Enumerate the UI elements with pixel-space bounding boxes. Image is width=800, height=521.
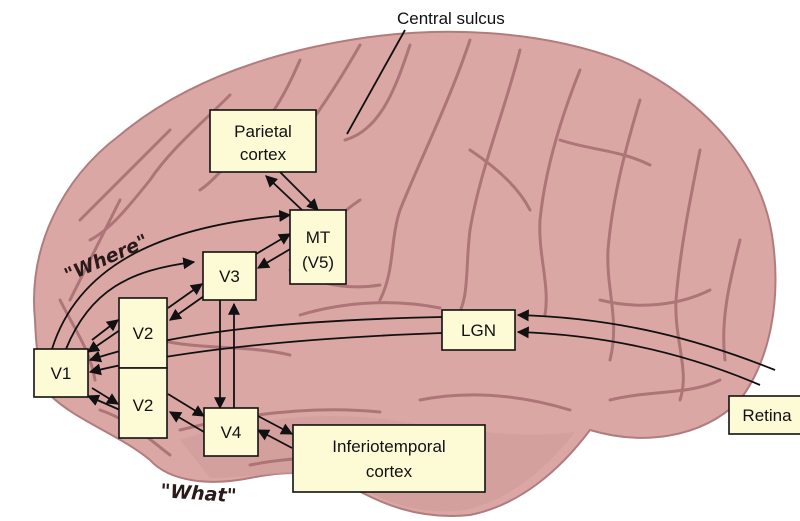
inferotemporal-cortex-box: Inferiotemporal cortex [293, 425, 485, 492]
v3-box: V3 [203, 252, 256, 300]
v1-label: V1 [51, 364, 72, 383]
retina-box: Retina [729, 396, 800, 434]
v2-upper-label: V2 [133, 324, 154, 343]
retina-label: Retina [742, 406, 792, 425]
what-stream-label: "What" [160, 480, 238, 507]
mt-line2: (V5) [302, 253, 334, 272]
parietal-cortex-box: Parietal cortex [210, 110, 316, 172]
lgn-label: LGN [461, 321, 496, 340]
central-sulcus-label: Central sulcus [397, 9, 505, 28]
v2-lower-label: V2 [133, 396, 154, 415]
v4-label: V4 [221, 423, 242, 442]
v2-lower-box: V2 [119, 368, 167, 438]
inferotemporal-line2: cortex [366, 462, 413, 481]
parietal-cortex-line1: Parietal [234, 122, 292, 141]
mt-line1: MT [306, 228, 331, 247]
v4-box: V4 [204, 408, 258, 456]
lgn-box: LGN [442, 310, 515, 350]
v2-upper-box: V2 [119, 298, 167, 368]
inferotemporal-line1: Inferiotemporal [332, 437, 445, 456]
parietal-cortex-line2: cortex [240, 145, 287, 164]
v3-label: V3 [219, 267, 240, 286]
mt-v5-box: MT (V5) [290, 210, 346, 284]
v1-box: V1 [34, 349, 88, 397]
